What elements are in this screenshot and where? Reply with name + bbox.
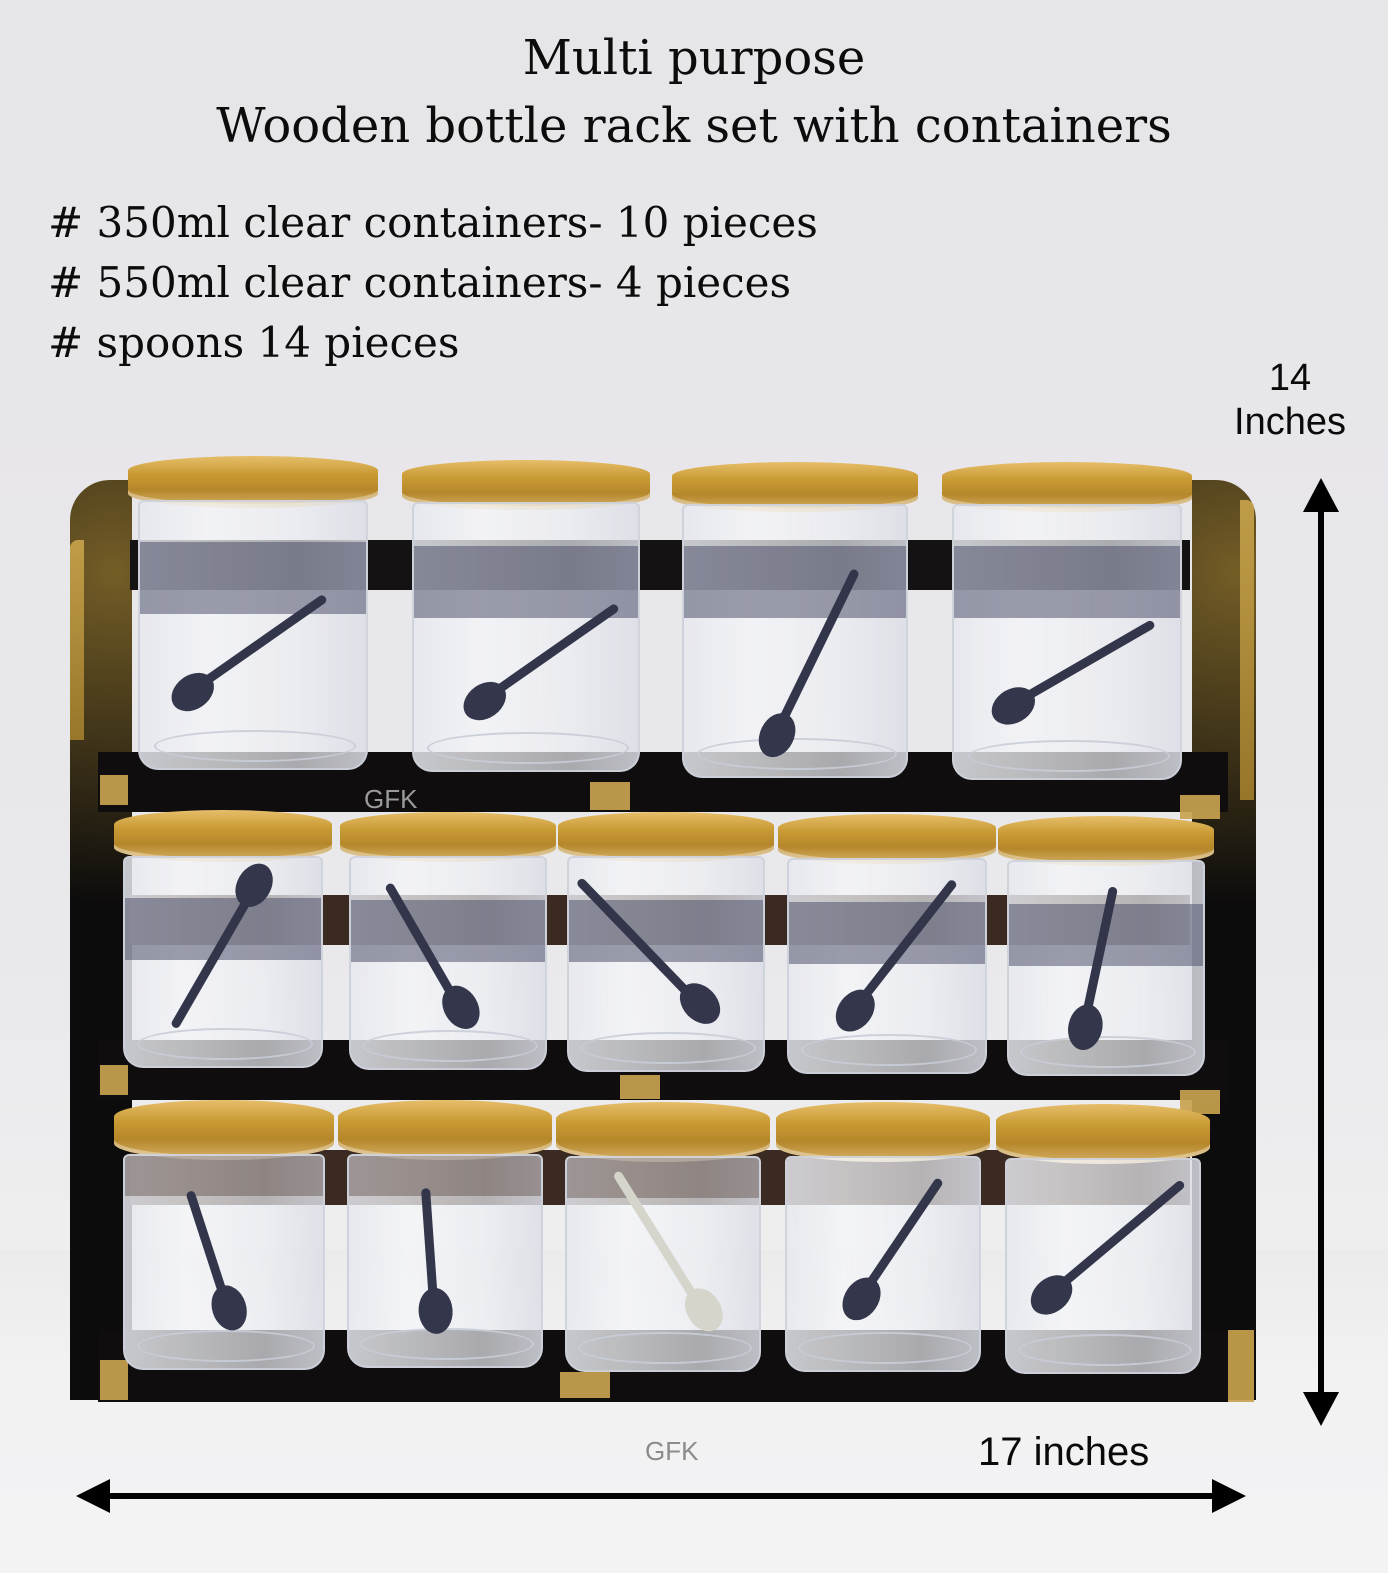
gold-accent <box>560 1372 610 1398</box>
gold-lid <box>672 462 918 512</box>
container-350ml[interactable] <box>558 812 774 1074</box>
jar-base <box>697 738 897 770</box>
gold-lid <box>114 1100 334 1160</box>
watermark-shelf: GFK <box>364 784 418 814</box>
jar-body <box>346 1154 544 1368</box>
jar-base <box>967 740 1171 772</box>
title-line-2: Wooden bottle rack set with containers <box>216 98 1172 154</box>
gold-lid <box>996 1104 1210 1164</box>
jar-base <box>360 1328 534 1360</box>
title-line-1: Multi purpose <box>522 30 866 86</box>
gold-lid <box>942 462 1192 512</box>
gold-accent <box>1240 500 1254 800</box>
height-unit: Inches <box>1234 401 1346 443</box>
jar-base <box>362 1030 538 1062</box>
jar-body <box>564 1156 762 1372</box>
jar-base <box>1018 1334 1192 1366</box>
width-arrow-line <box>100 1493 1228 1499</box>
gold-lid <box>776 1102 990 1162</box>
jar-base <box>136 1330 316 1362</box>
container-550ml[interactable] <box>128 456 378 776</box>
jar-base <box>798 1332 972 1364</box>
gold-accent <box>100 1360 128 1400</box>
gold-accent <box>590 782 630 810</box>
jar-base <box>427 732 629 764</box>
gold-accent <box>1180 795 1220 819</box>
height-dimension-label: 14 Inches <box>1210 356 1370 444</box>
rack-rail-through-jar <box>954 546 1180 618</box>
container-350ml[interactable] <box>776 1102 990 1374</box>
jar-body <box>786 858 988 1074</box>
rack-rail-through-jar <box>350 900 546 962</box>
gold-lid <box>402 460 650 510</box>
gold-lid <box>340 812 556 862</box>
gold-accent <box>1228 1330 1254 1402</box>
gold-lid <box>338 1100 552 1160</box>
arrow-right-icon <box>1212 1479 1246 1513</box>
container-350ml[interactable] <box>556 1102 770 1374</box>
jar-base <box>1020 1036 1196 1068</box>
jar-body <box>681 504 909 778</box>
watermark-floor: GFK <box>645 1436 699 1466</box>
container-350ml[interactable] <box>338 1100 552 1370</box>
container-350ml[interactable] <box>114 810 332 1070</box>
rack-rail-through-jar <box>566 1158 760 1198</box>
rack-rail-through-jar <box>124 1156 324 1196</box>
height-value: 14 <box>1268 357 1312 399</box>
rack-rail-through-jar <box>348 1156 542 1196</box>
gold-accent <box>100 775 128 805</box>
jar-body <box>952 504 1182 780</box>
jar-body <box>122 856 324 1068</box>
container-350ml[interactable] <box>340 812 556 1072</box>
rack-rail-through-jar <box>683 546 907 618</box>
jar-base <box>136 1028 314 1060</box>
gold-accent <box>70 540 84 740</box>
jar-base <box>578 1332 752 1364</box>
height-arrow-line <box>1318 500 1324 1400</box>
gold-lid <box>128 456 378 508</box>
gold-accent <box>100 1065 128 1095</box>
container-550ml[interactable] <box>402 460 650 778</box>
width-dimension-label: 17 inches <box>978 1430 1150 1474</box>
rack-rail-through-jar <box>140 542 366 614</box>
container-350ml[interactable] <box>996 1104 1210 1376</box>
rack-rail-through-jar <box>568 900 764 962</box>
gold-lid <box>558 812 774 862</box>
spec-550ml: # 550ml clear containers- 4 pieces <box>48 258 792 307</box>
jar-body <box>122 1154 326 1370</box>
rack-rail-through-jar <box>413 546 639 618</box>
container-550ml[interactable] <box>942 462 1192 784</box>
jar-base <box>580 1032 756 1064</box>
gold-lid <box>998 816 1214 866</box>
spec-spoons: # spoons 14 pieces <box>48 318 460 367</box>
gold-lid <box>114 810 332 862</box>
gold-lid <box>556 1102 770 1162</box>
gold-accent <box>620 1075 660 1099</box>
container-350ml[interactable] <box>778 814 996 1076</box>
jar-body <box>348 856 548 1070</box>
arrow-down-icon <box>1303 1392 1339 1426</box>
spec-350ml: # 350ml clear containers- 10 pieces <box>48 198 818 247</box>
container-350ml[interactable] <box>998 816 1214 1078</box>
gold-lid <box>778 814 996 864</box>
container-550ml[interactable] <box>672 462 918 782</box>
jar-base <box>800 1034 978 1066</box>
jar-body <box>411 502 641 772</box>
jar-base <box>153 730 357 762</box>
container-350ml[interactable] <box>114 1100 334 1372</box>
jar-body <box>1006 860 1206 1076</box>
rack-rail-through-jar <box>788 902 986 964</box>
jar-body <box>138 500 368 770</box>
